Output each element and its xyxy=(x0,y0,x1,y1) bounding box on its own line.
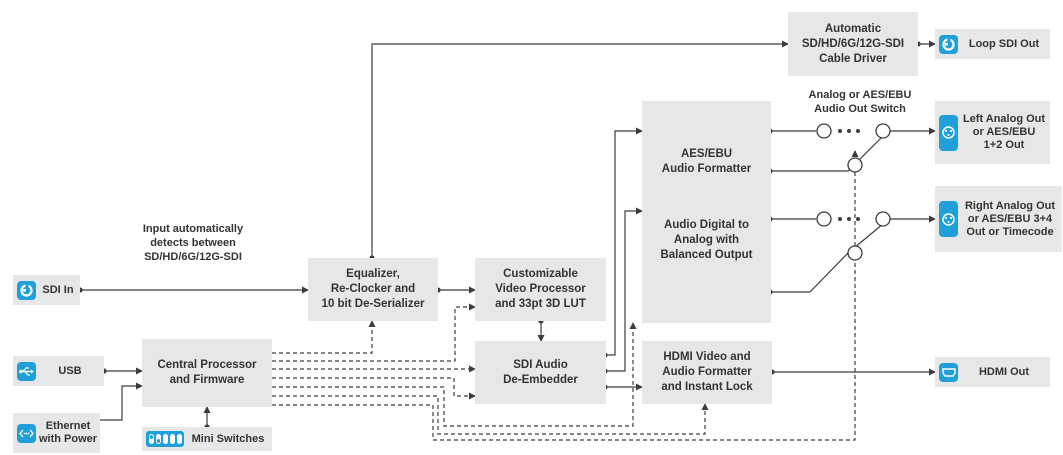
switch-contacts xyxy=(816,123,891,261)
sdi-in-label: SDI In xyxy=(42,283,74,296)
loop-sdi-out-label: Loop SDI Out xyxy=(968,37,1040,50)
aes-formatter-label: AES/EBU Audio Formatter xyxy=(661,148,752,175)
ethernet-icon xyxy=(17,423,36,443)
left-analog-out-label: Left Analog Out or AES/EBU 1+2 Out xyxy=(962,113,1046,151)
sdi-in-port: SDI In xyxy=(13,275,80,305)
loop-sdi-out-port: Loop SDI Out xyxy=(935,29,1050,59)
sdi-connector-icon xyxy=(939,34,958,54)
ethernet-port: Ethernet with Power xyxy=(13,413,100,453)
dashed-connectors xyxy=(272,150,859,441)
hdmi-out-port: HDMI Out xyxy=(935,357,1050,387)
input-detect-note: Input automatically detects between SD/H… xyxy=(142,223,244,263)
right-analog-out-label: Right Analog Out or AES/EBU 3+4 Out or T… xyxy=(964,199,1056,238)
ethernet-label: Ethernet with Power xyxy=(38,420,98,445)
usb-port: USB xyxy=(13,356,104,386)
audio-switch-note: Analog or AES/EBU Audio Out Switch xyxy=(808,89,912,115)
sdi-audio-deembedder-block: SDI Audio De-Embedder xyxy=(475,341,606,404)
usb-icon xyxy=(17,361,36,381)
dip-switch-icon xyxy=(146,431,184,447)
hdmi-out-label: HDMI Out xyxy=(978,365,1030,378)
central-processor-block: Central Processor and Firmware xyxy=(142,339,272,407)
audio-formatter-block: AES/EBU Audio Formatter Audio Digital to… xyxy=(642,101,771,323)
mini-switches-label: Mini Switches xyxy=(191,432,265,445)
solid-connectors xyxy=(80,40,936,427)
xlr-connector-icon xyxy=(939,114,958,151)
xlr-connector-icon xyxy=(939,201,958,237)
hdmi-connector-icon xyxy=(939,362,958,382)
hdmi-formatter-block: HDMI Video and Audio Formatter and Insta… xyxy=(642,341,772,404)
audio-dac-label: Audio Digital to Analog with Balanced Ou… xyxy=(660,219,753,261)
right-analog-out-port: Right Analog Out or AES/EBU 3+4 Out or T… xyxy=(935,186,1062,252)
mini-switches-port: Mini Switches xyxy=(142,427,272,451)
left-analog-out-port: Left Analog Out or AES/EBU 1+2 Out xyxy=(935,101,1050,164)
sdi-connector-icon xyxy=(17,280,36,300)
video-processor-block: Customizable Video Processor and 33pt 3D… xyxy=(475,258,606,321)
usb-label: USB xyxy=(58,364,82,377)
equalizer-block: Equalizer, Re-Clocker and 10 bit De-Seri… xyxy=(308,258,438,321)
cable-driver-block: Automatic SD/HD/6G/12G-SDI Cable Driver xyxy=(788,12,918,76)
